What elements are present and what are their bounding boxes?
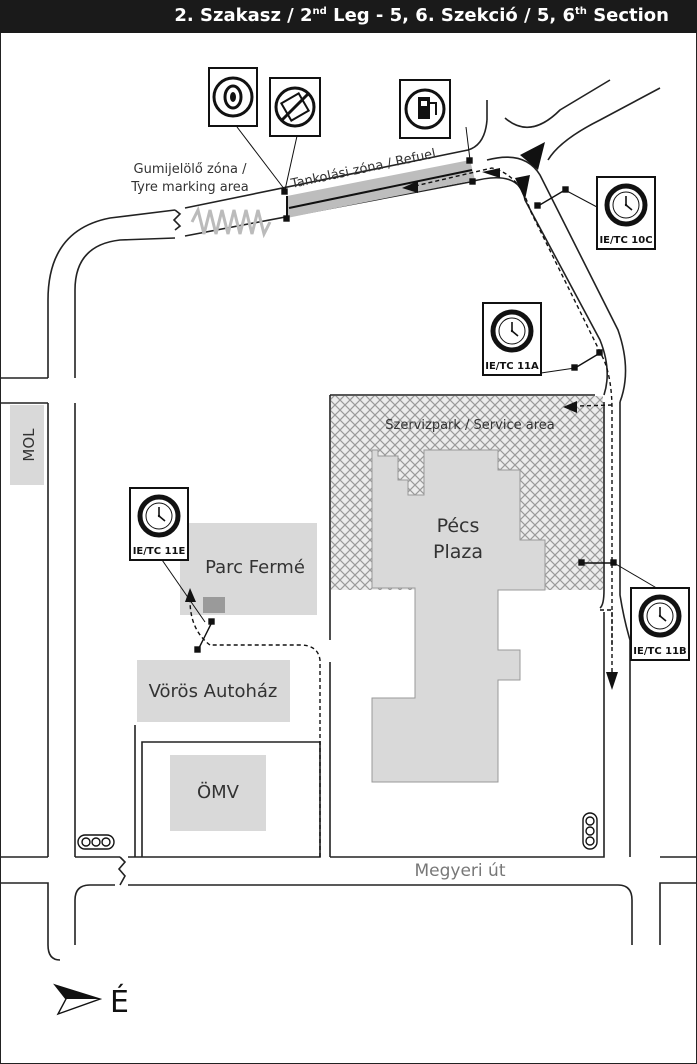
road-edge-megyeri-right [659, 882, 697, 945]
road-edge-right-b [619, 402, 631, 857]
title-sup-1: nd [312, 6, 327, 17]
road-edge-plaza-bottom [330, 612, 605, 858]
rally-route [189, 167, 613, 857]
north-label: É [110, 984, 129, 1020]
road-edge-bottom-curve-left [47, 944, 61, 961]
road-edge-top-right-a [504, 79, 611, 129]
route-main [414, 167, 613, 645]
omv-building [170, 755, 266, 831]
traffic-island-2 [515, 175, 530, 200]
route-arrows [185, 181, 618, 690]
tc11b-label: IE/TC 11B [633, 646, 686, 657]
parc-ferme-label: Parc Fermé [205, 557, 305, 578]
service-area-label: Szervizpark / Service area [385, 418, 554, 433]
traffic-light-icon [582, 812, 598, 850]
title-part-2: Leg - 5, 6. Szekció / 5, 6 [326, 5, 576, 26]
tyre-marking-label-2: Tyre marking area [130, 180, 249, 195]
omv-label: ÖMV [197, 781, 240, 803]
tc10c-label: IE/TC 10C [599, 235, 652, 246]
title-sup-2: th [575, 6, 587, 17]
mol-label: MOL [20, 428, 38, 462]
tyre-icon [208, 67, 258, 127]
no-tyre-icon [269, 77, 321, 137]
pecs-plaza-building [371, 449, 546, 783]
tyre-marking-zone [190, 205, 272, 239]
road-edge-megyeri-lower [128, 884, 633, 945]
header-bar: 2. Szakasz / 2nd Leg - 5, 6. Szekció / 5… [0, 0, 697, 33]
section-title: 2. Szakasz / 2nd Leg - 5, 6. Szekció / 5… [174, 5, 669, 26]
tyre-marking-label-1: Gumijelölő zóna / [134, 162, 248, 177]
route-exit [600, 609, 613, 680]
megyeri-ut-label: Megyeri út [415, 861, 506, 881]
road-edge-top-right-b [547, 87, 661, 161]
road-edge-megyeri-left [0, 882, 49, 945]
route-arrow-parc [185, 588, 196, 602]
tc11a-sign: IE/TC 11A [482, 302, 542, 376]
mol-building [10, 405, 44, 485]
tc11e-sign: IE/TC 11E [129, 487, 189, 561]
tc11b-sign: IE/TC 11B [630, 587, 690, 661]
road-edge-left-inner [74, 237, 176, 378]
route-service-in [577, 404, 613, 407]
route-parc-ferme-in [189, 599, 211, 646]
route-parc-ferme [210, 644, 321, 857]
refuel-zone-line [288, 169, 473, 209]
route-arrow-refuel [402, 181, 418, 193]
title-part-3: Section [586, 5, 669, 26]
road-edge-mol-junction [0, 377, 48, 404]
voros-autohaz-label: Vörös Autoház [149, 681, 278, 702]
tc10c-sign: IE/TC 10C [596, 176, 656, 250]
clock-icon [607, 186, 645, 224]
north-arrow-icon [53, 983, 103, 1016]
parc-ferme-area [180, 523, 317, 615]
clock-icon [140, 497, 178, 535]
traffic-island-3 [482, 168, 500, 178]
voros-autohaz-building [137, 660, 290, 722]
title-part-1: 2. Szakasz / 2 [174, 5, 313, 26]
pecs-plaza-label-2: Plaza [433, 541, 483, 563]
traffic-light-icon [77, 834, 115, 850]
parc-ferme-marker [203, 597, 225, 613]
route-arrow-exit [606, 672, 618, 690]
road-edge-curve-outer [486, 156, 627, 403]
road-break-mark-lower [117, 856, 127, 886]
road-edge-left-outer [47, 209, 176, 378]
fuel-pump-icon [399, 79, 451, 139]
traffic-island-1 [520, 142, 545, 170]
tc11e-label: IE/TC 11E [133, 546, 186, 557]
tc11a-label: IE/TC 11A [485, 361, 539, 372]
route-arrow-service [563, 401, 577, 413]
clock-icon [493, 312, 531, 350]
road-edge-right-a [599, 402, 605, 609]
road-edge-megyeri-left-inner [74, 884, 115, 945]
pecs-plaza-label-1: Pécs [437, 515, 480, 537]
clock-icon [641, 597, 679, 635]
road-break-mark [172, 209, 182, 231]
road-edge-top-upper [184, 119, 488, 209]
